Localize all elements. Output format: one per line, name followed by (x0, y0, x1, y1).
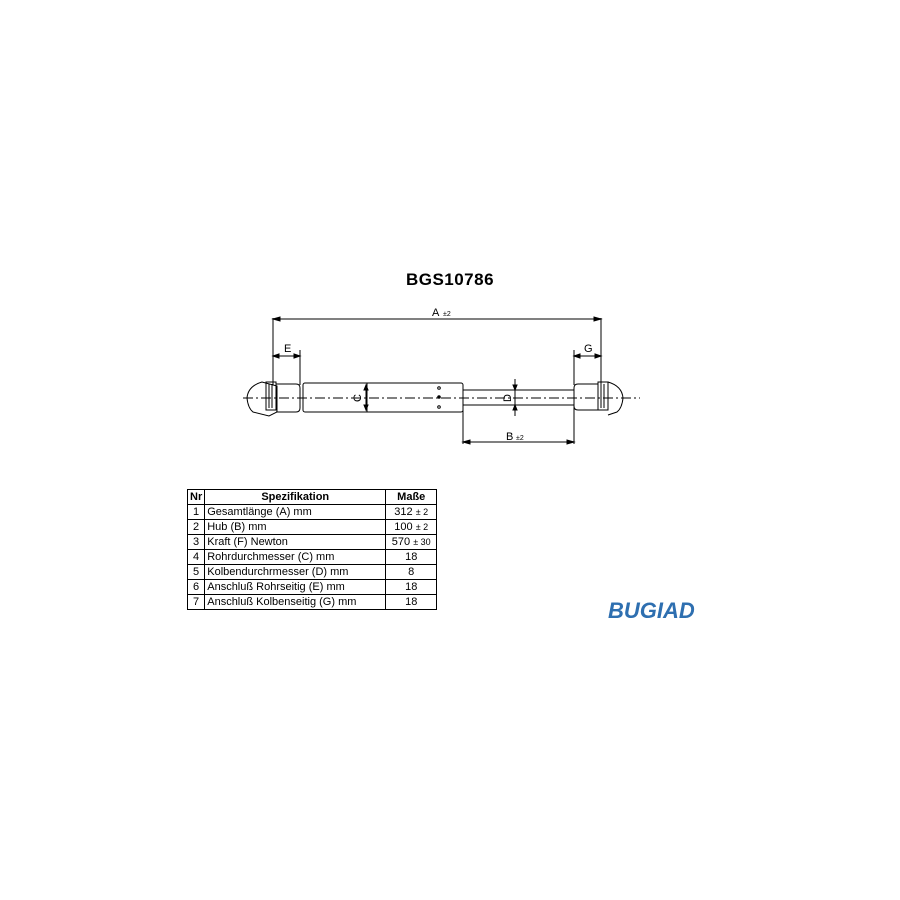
row-value: 312 ± 2 (385, 504, 438, 520)
table-row: 6 Anschluß Rohrseitig (E) mm 18 (186, 579, 438, 595)
row-spec: Anschluß Rohrseitig (E) mm (204, 579, 387, 595)
dim-c-label: C (352, 394, 364, 402)
row-value: 18 (385, 549, 438, 565)
dim-g-label: G (584, 343, 593, 355)
row-nr: 6 (186, 579, 206, 595)
dim-a-tolerance: ±2 (443, 311, 451, 318)
row-value: 570 ± 30 (385, 534, 438, 550)
table-row: 4 Rohrdurchmesser (C) mm 18 (186, 549, 438, 565)
row-nr: 4 (186, 549, 206, 565)
table-row: 2 Hub (B) mm 100 ± 2 (186, 519, 438, 535)
row-spec: Anschluß Kolbenseitig (G) mm (204, 594, 387, 610)
header-value: Maße (385, 489, 438, 505)
header-nr: Nr (186, 489, 206, 505)
part-number-title: BGS10786 (405, 270, 495, 289)
row-spec: Hub (B) mm (204, 519, 387, 535)
table-row: 3 Kraft (F) Newton 570 ± 30 (186, 534, 438, 550)
row-value: 8 (385, 564, 438, 580)
header-spec: Spezifikation (204, 489, 387, 505)
table-row: 1 Gesamtlänge (A) mm 312 ± 2 (186, 504, 438, 520)
row-nr: 5 (186, 564, 206, 580)
row-spec: Rohrdurchmesser (C) mm (204, 549, 387, 565)
table-header-row: Nr Spezifikation Maße (186, 489, 438, 505)
row-spec: Kolbendurchrmesser (D) mm (204, 564, 387, 580)
table-row: 5 Kolbendurchrmesser (D) mm 8 (186, 564, 438, 580)
bugiad-logo: BUGIAD (608, 598, 695, 623)
dim-e-label: E (284, 343, 291, 355)
specification-table: Nr Spezifikation Maße 1 Gesamtlänge (A) … (186, 489, 438, 610)
table-row: 7 Anschluß Kolbenseitig (G) mm 18 (186, 594, 438, 610)
row-nr: 3 (186, 534, 206, 550)
row-value: 100 ± 2 (385, 519, 438, 535)
dim-d-label: D (502, 394, 514, 402)
row-nr: 2 (186, 519, 206, 535)
row-nr: 7 (186, 594, 206, 610)
row-spec: Kraft (F) Newton (204, 534, 387, 550)
row-nr: 1 (186, 504, 206, 520)
row-spec: Gesamtlänge (A) mm (204, 504, 387, 520)
dim-a-label: A (432, 307, 440, 319)
row-value: 18 (385, 594, 438, 610)
dim-b-label: B (506, 431, 513, 443)
row-value: 18 (385, 579, 438, 595)
dim-b-tolerance: ±2 (516, 435, 524, 442)
